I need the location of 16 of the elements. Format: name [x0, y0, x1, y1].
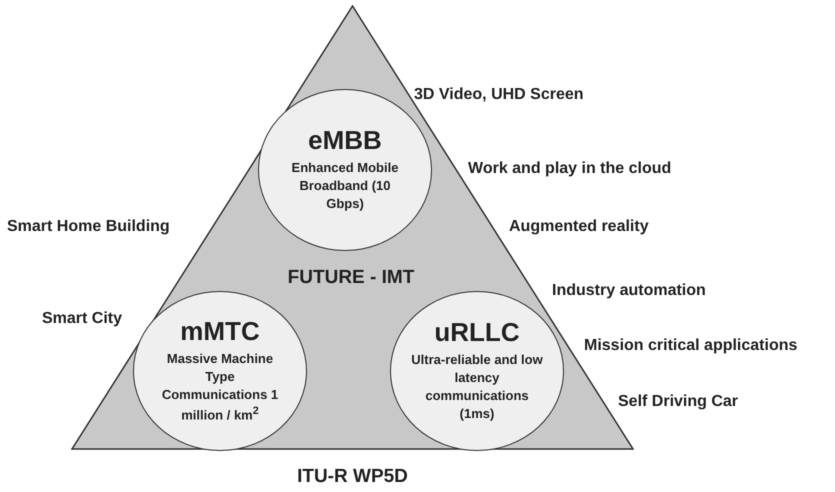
category-heading: eMBB [308, 126, 382, 156]
category-heading: uRLLC [434, 318, 520, 347]
use-case-label: Work and play in the cloud [468, 160, 672, 178]
node-label: ITU-R WP5D [296, 466, 409, 488]
use-case-label: Smart City [42, 310, 122, 328]
use-case-label: Self Driving Car [618, 393, 738, 411]
use-case-label: Industry automation [552, 282, 706, 300]
use-case-label: Mission critical applications [584, 337, 798, 355]
category-description: Massive Machine Type Communications 1 million / km$^{2}$ [160, 350, 280, 425]
use-case-label: Augmented reality [509, 218, 649, 236]
category-heading: mMTC [180, 317, 260, 346]
category-description: Ultra-reliable and low latency communications (1ms) [410, 350, 544, 424]
use-case-label: Smart Home Building [7, 218, 170, 236]
center-title: FUTURE - IMT [286, 267, 416, 289]
category-description: Enhanced Mobile Broadband (10 Gbps) [290, 159, 400, 214]
use-case-label: 3D Video, UHD Screen [414, 86, 584, 104]
